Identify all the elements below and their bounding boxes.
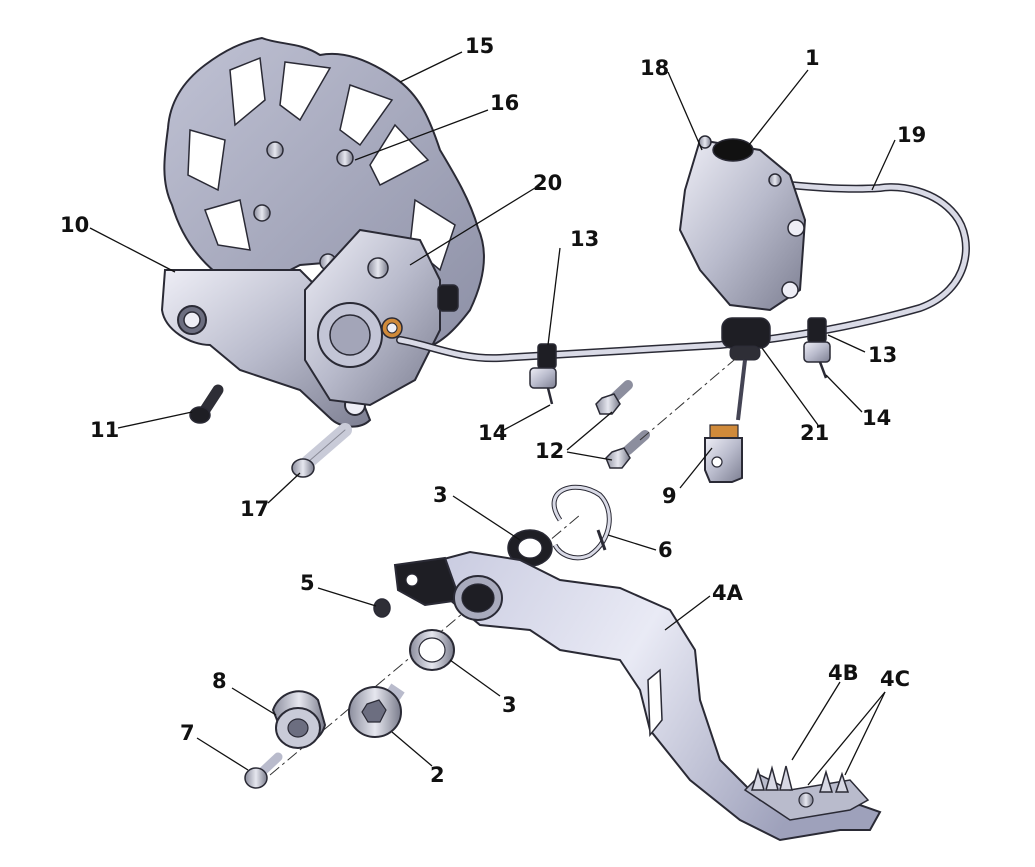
callout-label: 3 [433,483,448,507]
callout-label: 14 [478,421,507,445]
brake-caliper [304,228,459,407]
bolt-12-upper [595,380,633,415]
callout-label: 1 [805,46,820,70]
hose-clamp-right [803,317,831,379]
callout-labels: 15 16 18 1 19 20 10 13 13 11 14 12 14 21… [60,34,926,787]
callout-label: 14 [862,406,891,430]
callout-label: 19 [897,123,926,147]
leader-lines [89,51,896,786]
master-cylinder [678,135,807,361]
screw-7 [244,752,283,789]
callout-label: 8 [212,669,227,693]
callout-label: 17 [240,497,269,521]
bolt-12-lower [605,430,650,469]
callout-label: 15 [465,34,494,58]
callout-label: 5 [300,571,315,595]
callout-label: 4B [828,661,859,685]
brake-pedal [393,550,882,842]
callout-label: 2 [430,763,445,787]
bolt-11 [189,384,224,424]
callout-label: 4C [880,667,910,691]
callout-label: 3 [502,693,517,717]
callout-label: 13 [570,227,599,251]
callout-label: 18 [640,56,669,80]
callout-label: 6 [658,538,673,562]
callout-label: 7 [180,721,195,745]
callout-label: 16 [490,91,519,115]
pushrod-clevis [704,359,747,483]
callout-label: 11 [90,418,119,442]
pin-5 [373,598,391,618]
bolt-17 [291,423,352,478]
return-spring [551,484,612,561]
seal-3-lower [409,629,455,671]
hose-clamp-left [529,343,557,405]
brake-hose [396,181,970,363]
callout-label: 9 [662,484,677,508]
callout-label: 10 [60,213,89,237]
spacer-8 [271,690,327,749]
callout-label: 13 [868,343,897,367]
pivot-bolt-2 [348,683,405,738]
callout-label: 21 [800,421,829,445]
callout-label: 4A [712,581,744,605]
callout-label: 12 [535,439,564,463]
callout-label: 20 [533,171,562,195]
